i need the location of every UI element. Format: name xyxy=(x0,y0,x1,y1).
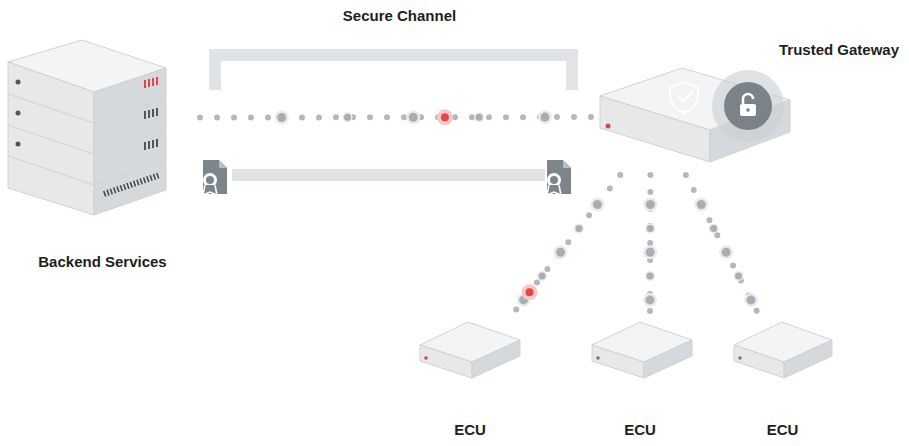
packet-halo xyxy=(643,198,657,212)
server-stack xyxy=(8,40,166,215)
packet-halo xyxy=(522,284,538,300)
ecu-node: ECU xyxy=(415,318,525,443)
packet-dot xyxy=(645,295,654,304)
channel-label: Secure Channel xyxy=(343,7,456,24)
dotted-connector xyxy=(643,175,657,318)
packet-dot xyxy=(539,273,546,280)
node-label: ECU xyxy=(624,421,656,438)
dotted-connector xyxy=(200,109,595,125)
packet-dot xyxy=(647,225,654,232)
gateway-box xyxy=(600,68,790,162)
packet-halo xyxy=(734,271,744,281)
certificate-icon xyxy=(547,160,571,195)
packet-dot xyxy=(593,200,602,209)
packet-dot xyxy=(646,200,655,209)
packet-dot xyxy=(441,113,449,121)
packet-halo xyxy=(574,223,584,233)
packet-dot xyxy=(722,248,731,257)
packet-dot xyxy=(697,200,706,209)
connector-line xyxy=(200,114,595,121)
certificate-icon xyxy=(203,160,227,195)
ecu-node: ECU xyxy=(730,318,835,443)
node-label: Trusted Gateway xyxy=(779,41,899,58)
connector-line xyxy=(510,175,621,318)
packet-halo xyxy=(643,293,657,307)
packet-halo xyxy=(342,112,352,122)
packet-halo xyxy=(643,245,657,259)
packet-dot xyxy=(277,113,286,122)
node-label: Backend Services xyxy=(38,253,166,270)
packet-dot xyxy=(710,225,717,232)
dotted-connector xyxy=(686,175,761,318)
ecu-box xyxy=(592,322,692,378)
ecu-box xyxy=(420,322,520,378)
packet-halo xyxy=(590,198,604,212)
packet-dot xyxy=(409,113,418,122)
packet-halo xyxy=(275,110,289,124)
ecu-box xyxy=(734,322,832,378)
node-label: ECU xyxy=(454,421,486,438)
packet-halo xyxy=(694,198,708,212)
packet-halo xyxy=(645,223,655,233)
dotted-connector xyxy=(510,175,621,318)
packet-dot xyxy=(556,248,565,257)
connector-line xyxy=(686,175,761,318)
server-node: Backend Services xyxy=(5,40,200,275)
ecu-node: ECU xyxy=(585,318,695,443)
packet-halo xyxy=(645,271,655,281)
packet-dot xyxy=(747,295,756,304)
packet-dot xyxy=(735,273,742,280)
packet-halo xyxy=(437,109,453,125)
packet-halo xyxy=(554,245,568,259)
packet-dot xyxy=(540,113,549,122)
packet-halo xyxy=(537,271,547,281)
gateway-node: Trusted Gateway xyxy=(595,35,903,175)
packet-dot xyxy=(575,225,582,232)
packet-halo xyxy=(744,293,758,307)
packet-halo xyxy=(474,112,484,122)
packet-dot xyxy=(526,288,534,296)
packet-halo xyxy=(719,245,733,259)
packet-dot xyxy=(646,248,655,257)
packet-dot xyxy=(647,273,654,280)
packet-halo xyxy=(709,223,719,233)
packet-halo xyxy=(406,110,420,124)
packet-halo xyxy=(538,110,552,124)
node-label: ECU xyxy=(767,421,799,438)
packet-dot xyxy=(476,114,483,121)
packet-dot xyxy=(344,114,351,121)
